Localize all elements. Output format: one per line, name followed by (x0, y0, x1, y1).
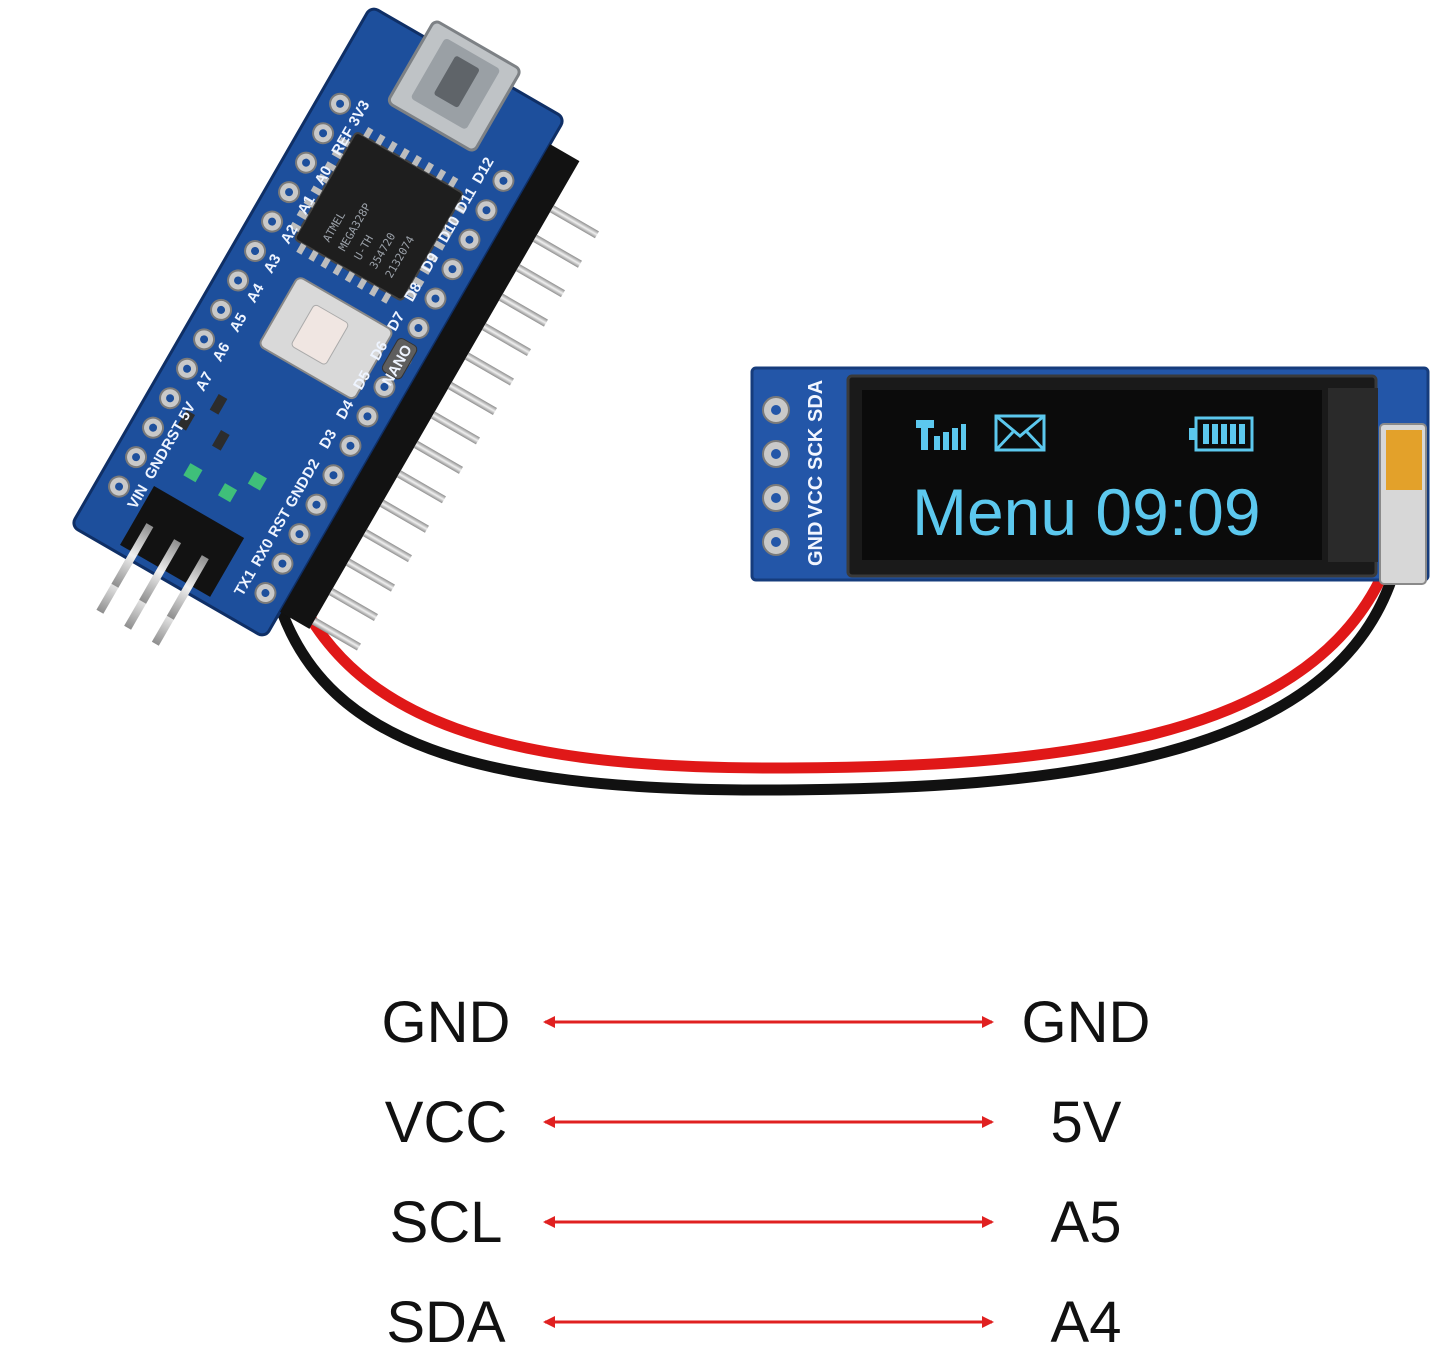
reset-button (259, 277, 393, 400)
header-pin (328, 588, 378, 622)
header-pin (532, 234, 582, 268)
icsp-header (96, 485, 245, 646)
battery-icon (1189, 416, 1254, 452)
oled-pin-label-gnd: GND (805, 522, 827, 566)
pin-label: 5V (175, 399, 199, 423)
header-pin (515, 264, 565, 298)
oled-module: GND VCC SCK SDA (750, 366, 1430, 585)
connection-left-label: SCL (390, 1190, 503, 1255)
oled-pin-holes (762, 396, 790, 556)
oled-pin-label-sck: SCK (805, 427, 827, 470)
nano-header-top (279, 144, 580, 629)
chip-legs (289, 126, 467, 304)
icsp-pin (166, 555, 209, 620)
header-pin (396, 470, 446, 504)
signal-icon (916, 420, 966, 450)
connection-row: GND GND (382, 990, 1151, 1055)
nano-header-pins (311, 205, 599, 651)
header-pin (379, 499, 429, 533)
oled-pin-labels: GND VCC SCK SDA (805, 380, 827, 566)
status-leds (177, 393, 267, 503)
connection-row: SDA A4 (386, 1290, 1121, 1347)
header-pin (345, 558, 395, 592)
oled-screen-text: Menu 09:09 (912, 475, 1261, 549)
crystal (381, 338, 418, 380)
icsp-pin (139, 539, 182, 604)
header-pin (311, 617, 361, 651)
connection-left-label: VCC (385, 1090, 507, 1155)
mini-usb-connector (387, 20, 521, 152)
header-pin (549, 205, 599, 239)
oled-pin-label-sda: SDA (805, 380, 827, 422)
connection-right-label: A4 (1051, 1290, 1122, 1347)
oled-flex-cable (1379, 423, 1427, 585)
header-pin (413, 440, 463, 474)
nano-pin-holes-bottom (108, 92, 352, 498)
header-pin (362, 529, 412, 563)
connection-right-label: A5 (1051, 1190, 1122, 1255)
red-wire (292, 574, 1386, 774)
header-pin (498, 293, 548, 327)
mail-icon (994, 414, 1046, 452)
black-wire (276, 572, 1398, 796)
wire-harness (276, 572, 1398, 796)
nano-pin-holes-top (254, 169, 515, 605)
icsp-pin (111, 523, 154, 588)
connection-right-label: 5V (1051, 1090, 1122, 1155)
oled-pin-label-vcc: VCC (805, 476, 827, 518)
connection-left-label: SDA (386, 1290, 506, 1347)
connection-left-label: GND (382, 990, 511, 1055)
header-pin (481, 323, 531, 357)
header-pin (430, 411, 480, 445)
connection-row: SCL A5 (390, 1190, 1122, 1255)
header-pin (464, 352, 514, 386)
oled-glass-edge (1328, 388, 1378, 562)
connection-right-label: GND (1022, 990, 1151, 1055)
header-pin (447, 382, 497, 415)
connection-row: VCC 5V (385, 1090, 1122, 1155)
